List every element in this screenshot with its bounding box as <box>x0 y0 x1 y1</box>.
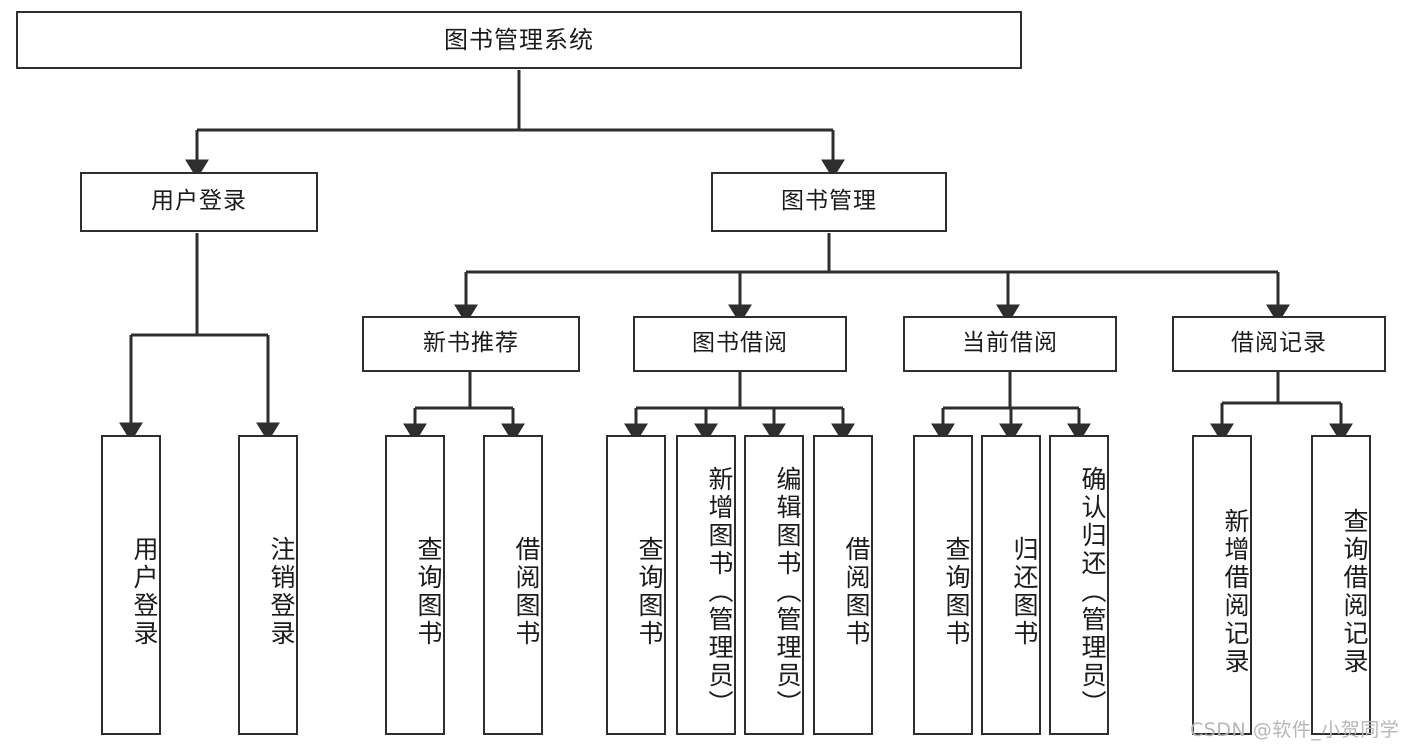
node-user-login-label: 用户登录 <box>151 188 247 215</box>
node-leaf-query-book-2[interactable]: 查询图书 <box>606 435 666 735</box>
node-book-manage[interactable]: 图书管理 <box>711 172 947 232</box>
node-leaf-borrow-book-2-label: 借阅图书 <box>842 536 871 648</box>
node-root-label: 图书管理系统 <box>444 25 594 54</box>
node-leaf-query-record[interactable]: 查询借阅记录 <box>1311 435 1371 735</box>
node-current-borrow[interactable]: 当前借阅 <box>903 316 1117 372</box>
node-leaf-return-book[interactable]: 归还图书 <box>981 435 1041 735</box>
node-leaf-borrow-book-2[interactable]: 借阅图书 <box>813 435 873 735</box>
node-leaf-query-book-1-label: 查询图书 <box>414 536 443 648</box>
node-book-manage-label: 图书管理 <box>781 188 877 215</box>
node-borrow-record[interactable]: 借阅记录 <box>1172 316 1386 372</box>
node-leaf-add-record[interactable]: 新增借阅记录 <box>1192 435 1252 735</box>
csdn-watermark: CSDN @软件_小贺同学 <box>1190 719 1400 741</box>
node-leaf-query-book-1[interactable]: 查询图书 <box>385 435 445 735</box>
node-leaf-query-book-2-label: 查询图书 <box>635 536 664 648</box>
node-leaf-user-login[interactable]: 用户登录 <box>101 435 161 735</box>
node-leaf-confirm-return-label: 确认归还（管理员） <box>1078 466 1107 718</box>
node-leaf-confirm-return[interactable]: 确认归还（管理员） <box>1049 435 1109 735</box>
node-current-borrow-label: 当前借阅 <box>962 330 1058 357</box>
node-leaf-return-book-label: 归还图书 <box>1010 536 1039 648</box>
node-leaf-edit-book-label: 编辑图书（管理员） <box>773 466 802 718</box>
node-leaf-add-book-label: 新增图书（管理员） <box>705 466 734 718</box>
node-leaf-logout-label: 注销登录 <box>267 536 296 648</box>
node-leaf-logout[interactable]: 注销登录 <box>238 435 298 735</box>
node-leaf-query-book-3-label: 查询图书 <box>942 536 971 648</box>
node-leaf-borrow-book-1[interactable]: 借阅图书 <box>483 435 543 735</box>
node-leaf-query-record-label: 查询借阅记录 <box>1340 508 1369 676</box>
node-leaf-edit-book[interactable]: 编辑图书（管理员） <box>744 435 804 735</box>
node-leaf-borrow-book-1-label: 借阅图书 <box>512 536 541 648</box>
node-leaf-user-login-label: 用户登录 <box>130 536 159 648</box>
node-leaf-add-book[interactable]: 新增图书（管理员） <box>676 435 736 735</box>
node-book-borrow[interactable]: 图书借阅 <box>633 316 847 372</box>
node-leaf-add-record-label: 新增借阅记录 <box>1221 508 1250 676</box>
node-leaf-query-book-3[interactable]: 查询图书 <box>913 435 973 735</box>
node-book-borrow-label: 图书借阅 <box>692 330 788 357</box>
node-root[interactable]: 图书管理系统 <box>16 11 1022 69</box>
node-borrow-record-label: 借阅记录 <box>1231 330 1327 357</box>
node-user-login[interactable]: 用户登录 <box>80 172 318 232</box>
node-new-book-recommend-label: 新书推荐 <box>423 330 519 357</box>
node-new-book-recommend[interactable]: 新书推荐 <box>362 316 580 372</box>
